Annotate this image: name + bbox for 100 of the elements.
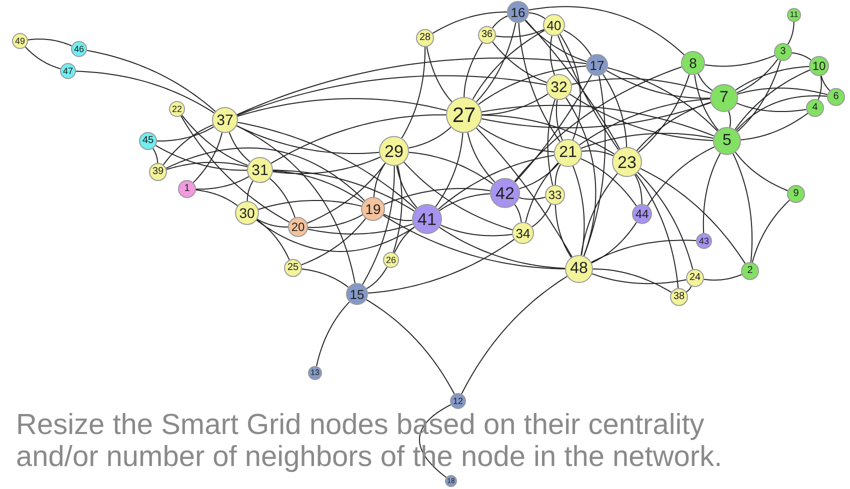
network-node: 16 xyxy=(507,1,529,23)
network-link xyxy=(196,176,250,190)
network-link xyxy=(647,146,715,206)
network-link xyxy=(580,158,637,206)
network-node: 26 xyxy=(383,252,399,268)
network-link xyxy=(382,214,566,270)
network-link xyxy=(566,97,596,256)
network-node: 39 xyxy=(149,163,167,181)
network-node: 7 xyxy=(710,84,738,112)
network-node: 20 xyxy=(288,217,308,237)
network-node: 1 xyxy=(178,180,196,198)
network-link xyxy=(392,165,402,253)
network-link xyxy=(156,126,214,142)
network-link xyxy=(236,75,547,116)
network-node: 48 xyxy=(565,255,593,283)
network-node: 15 xyxy=(346,283,368,305)
network-link xyxy=(736,60,781,132)
network-node: 49 xyxy=(12,33,28,49)
network-link xyxy=(396,165,418,208)
network-link xyxy=(228,132,250,162)
network-link xyxy=(704,54,776,67)
network-link xyxy=(492,15,508,28)
network-link xyxy=(408,126,452,148)
network-node: 42 xyxy=(490,178,520,208)
network-link xyxy=(791,52,812,60)
network-link xyxy=(155,145,248,171)
network-link xyxy=(492,42,548,83)
network-link xyxy=(640,168,746,264)
network-link xyxy=(736,102,807,112)
network-link xyxy=(383,214,413,222)
network-link xyxy=(591,222,638,264)
network-link xyxy=(592,268,672,293)
network-link xyxy=(607,67,718,132)
network-link xyxy=(635,174,679,289)
network-link xyxy=(464,42,483,98)
network-link xyxy=(482,114,615,155)
network-node: 3 xyxy=(774,43,792,61)
network-link xyxy=(686,286,692,292)
network-link xyxy=(556,99,563,141)
network-link xyxy=(438,193,491,212)
network-link xyxy=(152,148,158,164)
network-link xyxy=(366,299,455,394)
network-link xyxy=(237,122,416,210)
network-link xyxy=(734,70,810,130)
network-link xyxy=(300,218,366,266)
network-node: 13 xyxy=(308,366,322,380)
network-link xyxy=(514,204,522,223)
network-link xyxy=(572,166,585,256)
network-link xyxy=(634,174,642,204)
network-node: 44 xyxy=(632,204,652,224)
network-link xyxy=(554,204,572,258)
network-link xyxy=(602,74,628,148)
network-link xyxy=(270,114,446,164)
network-link xyxy=(752,200,790,263)
network-link xyxy=(384,188,491,205)
network-link xyxy=(514,74,592,182)
network-node: 8 xyxy=(681,51,705,75)
network-link xyxy=(578,98,711,146)
network-link xyxy=(24,46,61,70)
network-link xyxy=(180,115,290,223)
network-link xyxy=(636,102,712,152)
network-link xyxy=(76,70,215,114)
network-link xyxy=(732,153,753,263)
network-link xyxy=(256,219,290,260)
network-link xyxy=(478,65,587,105)
network-link xyxy=(787,22,794,45)
network-link xyxy=(518,22,560,142)
network-link xyxy=(162,124,214,166)
network-link xyxy=(569,94,714,141)
network-node: 29 xyxy=(379,136,409,166)
network-link xyxy=(195,189,238,206)
network-link xyxy=(478,125,555,152)
network-node: 21 xyxy=(554,139,582,167)
network-node: 12 xyxy=(450,393,466,409)
network-link xyxy=(583,75,606,256)
network-link xyxy=(440,224,513,236)
network-node: 40 xyxy=(543,14,565,36)
network-node: 37 xyxy=(212,107,238,133)
network-link xyxy=(559,34,581,140)
network-node: 5 xyxy=(713,127,741,155)
network-node: 4 xyxy=(806,99,824,117)
network-node: 31 xyxy=(247,157,273,183)
network-node: 33 xyxy=(545,185,565,205)
network-link xyxy=(740,112,808,140)
network-link xyxy=(606,70,710,99)
network-link xyxy=(192,132,223,184)
network-link xyxy=(694,74,719,131)
network-link xyxy=(532,204,552,228)
network-link xyxy=(461,276,568,394)
network-link xyxy=(467,132,496,183)
network-link xyxy=(426,46,452,102)
network-link xyxy=(736,58,778,94)
network-node: 2 xyxy=(741,262,759,280)
network-node: 41 xyxy=(412,204,442,234)
network-link xyxy=(528,6,685,56)
network-link xyxy=(571,78,712,94)
network-link xyxy=(438,154,555,210)
network-node: 19 xyxy=(361,197,385,221)
network-node: 9 xyxy=(787,185,805,203)
network-node: 38 xyxy=(670,288,688,306)
